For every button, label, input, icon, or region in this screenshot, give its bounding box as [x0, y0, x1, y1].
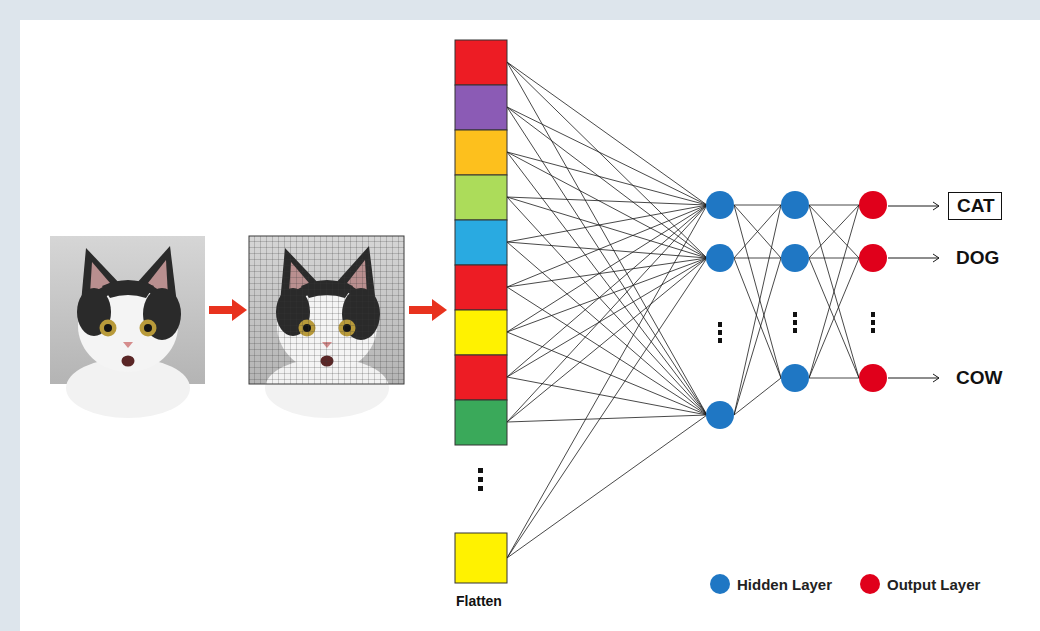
connection-lines	[507, 62, 859, 558]
cat-photo	[50, 236, 205, 418]
legend-text: Output Layer	[887, 576, 980, 593]
ellipsis-dots	[478, 312, 875, 491]
red-arrow	[409, 299, 447, 321]
label-box: CAT	[948, 192, 1002, 220]
output-arrows	[888, 202, 939, 382]
output-layer-neurons	[859, 191, 887, 392]
class-label: COW	[956, 367, 1002, 389]
pixel-grid-cat	[249, 236, 404, 418]
white-panel	[20, 20, 1040, 631]
hidden-layer-neurons	[706, 191, 809, 429]
flatten-vector	[455, 40, 507, 583]
red-arrow	[209, 299, 247, 321]
legend-text: Hidden Layer	[737, 576, 832, 593]
layer-caption: Flatten	[456, 593, 502, 609]
legend-swatch	[710, 574, 730, 594]
class-label: CAT	[957, 195, 993, 217]
class-label: DOG	[956, 247, 999, 269]
legend-swatch	[860, 574, 880, 594]
